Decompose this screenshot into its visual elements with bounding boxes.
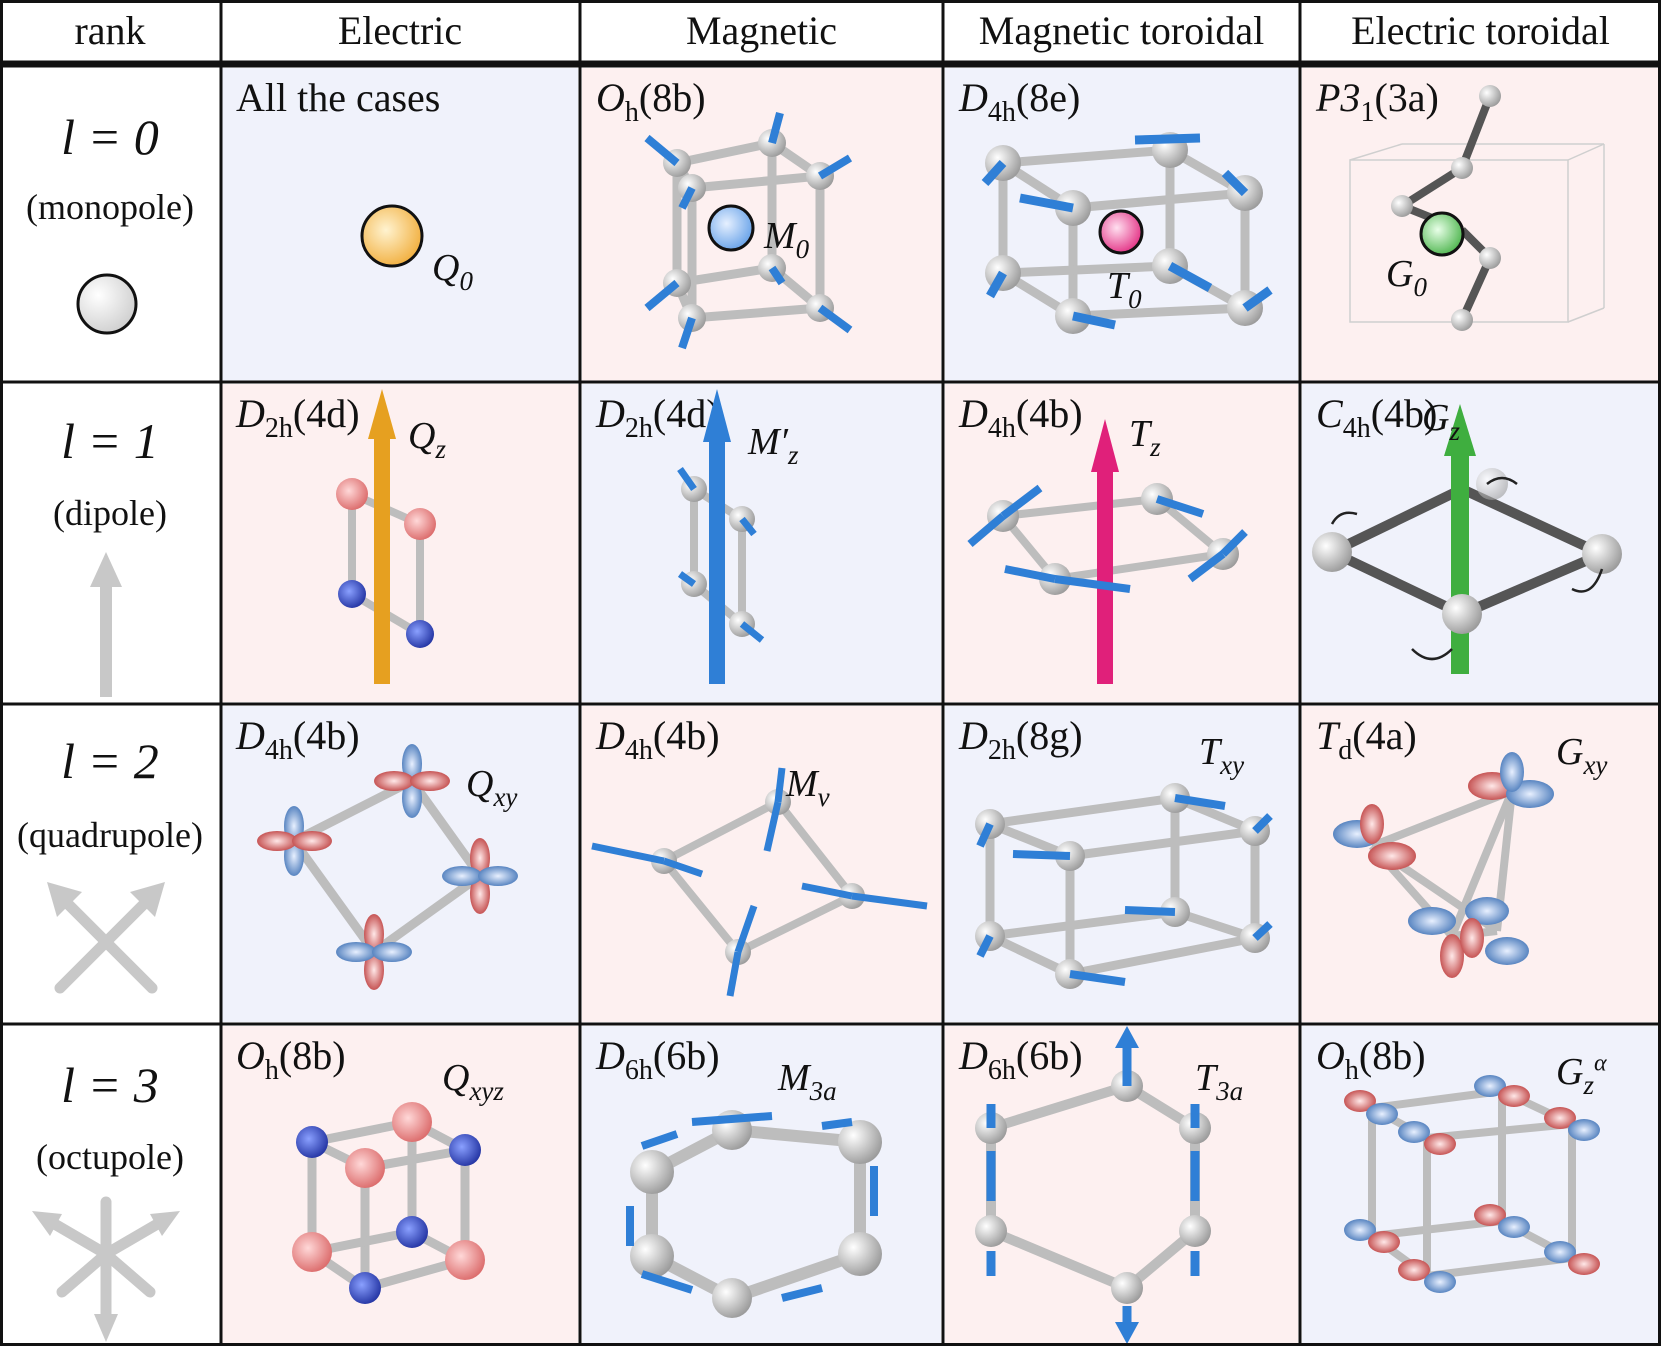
electric-octupole-diagram bbox=[292, 1102, 485, 1304]
multipole-label: Qz bbox=[408, 415, 446, 464]
electric-toroidal-dipole-diagram bbox=[1312, 404, 1622, 674]
electric-quadrupole-diagram bbox=[257, 744, 518, 990]
site-label: Td(4a) bbox=[1316, 713, 1417, 766]
multipole-label: Gz bbox=[1422, 397, 1460, 446]
multipole-label: Txy bbox=[1199, 731, 1245, 780]
rank-name: (quadrupole) bbox=[17, 815, 203, 855]
electric-toroidal-octupole-diagram bbox=[1344, 1075, 1600, 1293]
rank-label: l = 2 bbox=[61, 733, 159, 789]
site-label: D4h(8e) bbox=[959, 75, 1081, 128]
multipole-label: M0 bbox=[764, 215, 810, 264]
header-magnetic-toroidal: Magnetic toroidal bbox=[978, 7, 1265, 53]
rank-cell-1: l = 1 (dipole) bbox=[0, 382, 220, 704]
electric-toroidal-quadrupole-diagram bbox=[1333, 752, 1554, 978]
header-magnetic: Magnetic bbox=[685, 7, 838, 53]
cell-magnetic-dipole: D2h(4d) M′z bbox=[582, 384, 941, 702]
cell-electric-monopole: All the cases Q0 bbox=[222, 68, 578, 382]
cell-magnetic-toroidal-octupole: D6h(6b) T3a bbox=[945, 1026, 1298, 1346]
cell-electric-quadrupole: D4h(4b) Qxy bbox=[222, 706, 578, 1022]
cell-electric-toroidal-quadrupole: Td(4a) Gxy bbox=[1302, 706, 1659, 1022]
rank-cell-0: l = 0 (monopole) bbox=[0, 68, 220, 382]
header-electric: Electric bbox=[337, 7, 463, 53]
site-label: D2h(4d) bbox=[596, 391, 720, 444]
multipole-label: G0 bbox=[1386, 253, 1427, 302]
electric-dipole-diagram bbox=[336, 389, 436, 684]
dipole-icon bbox=[90, 552, 122, 697]
cell-magnetic-quadrupole: D4h(4b) Mv bbox=[582, 706, 941, 1022]
magnetic-toroidal-dipole-diagram bbox=[967, 419, 1248, 684]
site-label: P31(3a) bbox=[1316, 75, 1439, 128]
multipole-label: Gzα bbox=[1556, 1050, 1607, 1100]
multipole-label: Tz bbox=[1129, 413, 1161, 462]
site-label: D6h(6b) bbox=[596, 1033, 720, 1086]
electric-toroidal-monopole-diagram bbox=[1349, 85, 1605, 331]
multipole-label: Q0 bbox=[432, 247, 473, 296]
multipole-label: Qxy bbox=[466, 763, 518, 812]
cell-magnetic-octupole: D6h(6b) M3a bbox=[582, 1026, 941, 1346]
magnetic-monopole-diagram bbox=[644, 111, 853, 350]
multipole-label: M′z bbox=[748, 421, 799, 470]
rank-label: l = 0 bbox=[61, 109, 159, 165]
rank-cell-3: l = 3 (octupole) bbox=[0, 1024, 220, 1346]
cell-magnetic-toroidal-dipole: D4h(4b) Tz bbox=[945, 384, 1298, 702]
multipole-label: T3a bbox=[1195, 1057, 1244, 1106]
cell-magnetic-monopole: Oh(8b) bbox=[582, 68, 941, 382]
rank-name: (octupole) bbox=[36, 1137, 184, 1177]
multipole-label: Mv bbox=[786, 763, 830, 812]
site-label: D6h(6b) bbox=[959, 1033, 1083, 1086]
site-label: C4h(4b) bbox=[1316, 391, 1438, 444]
cell-electric-toroidal-monopole: P31(3a) G0 bbox=[1302, 68, 1659, 382]
rank-cell-2: l = 2 (quadrupole) bbox=[0, 704, 220, 1024]
rank-name: (dipole) bbox=[53, 493, 167, 533]
multipole-label: T0 bbox=[1107, 265, 1142, 314]
magnetic-toroidal-monopole-diagram bbox=[981, 132, 1273, 334]
site-label: D4h(4b) bbox=[236, 713, 360, 766]
magnetic-octupole-diagram bbox=[626, 1110, 882, 1318]
header-electric-toroidal: Electric toroidal bbox=[1351, 7, 1610, 53]
site-label: Oh(8b) bbox=[596, 75, 706, 128]
site-label: D4h(4b) bbox=[959, 391, 1083, 444]
rank-label: l = 1 bbox=[61, 413, 159, 469]
multipole-label: Qxyz bbox=[442, 1057, 504, 1106]
site-label: D4h(4b) bbox=[596, 713, 720, 766]
magnetic-toroidal-octupole-diagram bbox=[975, 1026, 1211, 1344]
octupole-icon bbox=[32, 1196, 180, 1342]
multipole-label: M3a bbox=[778, 1057, 837, 1106]
cell-electric-toroidal-octupole: Oh(8b) Gzα bbox=[1302, 1026, 1659, 1346]
cell-magnetic-toroidal-monopole: D4h(8e) T0 bbox=[945, 68, 1298, 382]
site-label: D2h(8g) bbox=[959, 713, 1083, 766]
rank-name: (monopole) bbox=[26, 187, 194, 227]
magnetic-toroidal-quadrupole-diagram bbox=[975, 783, 1273, 989]
cell-electric-dipole: D2h(4d) Qz bbox=[222, 384, 578, 702]
magnetic-dipole-diagram bbox=[677, 389, 765, 684]
cell-magnetic-toroidal-quadrupole: D2h(8g) Txy bbox=[945, 706, 1298, 1022]
site-label: All the cases bbox=[236, 75, 441, 120]
cell-electric-octupole: Oh(8b) Qxyz bbox=[222, 1026, 578, 1346]
monopole-icon bbox=[76, 273, 138, 335]
quadrupole-icon bbox=[47, 882, 165, 994]
site-label: Oh(8b) bbox=[1316, 1033, 1426, 1086]
site-label: Oh(8b) bbox=[236, 1033, 346, 1086]
site-label: D2h(4d) bbox=[236, 391, 360, 444]
multipole-label: Gxy bbox=[1556, 731, 1608, 780]
header-rank: rank bbox=[74, 7, 146, 53]
cell-electric-toroidal-dipole: C4h(4b) Gz bbox=[1302, 384, 1659, 702]
electric-monopole-diagram bbox=[360, 204, 424, 268]
rank-label: l = 3 bbox=[61, 1057, 159, 1113]
magnetic-quadrupole-diagram bbox=[591, 767, 928, 997]
